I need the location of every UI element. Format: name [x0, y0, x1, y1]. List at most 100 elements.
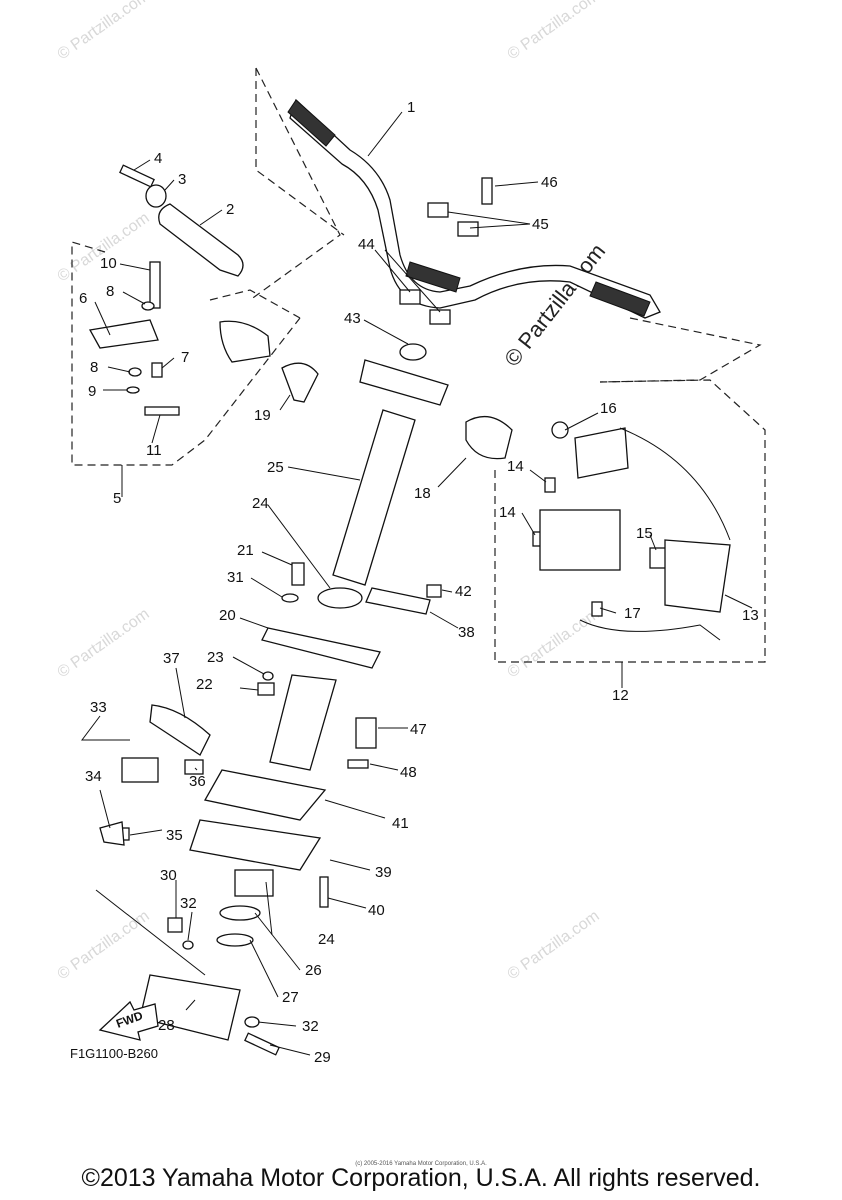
- group-outlines: [71, 67, 766, 663]
- spring-7: [151, 362, 163, 378]
- callout: 41: [392, 815, 409, 832]
- callout: 17: [624, 605, 641, 622]
- washer-32: [244, 1016, 260, 1028]
- callout: 15: [636, 525, 653, 542]
- callout: 32: [180, 895, 197, 912]
- fine-print: (c) 2005-2016 Yamaha Motor Corporation, …: [355, 1161, 487, 1167]
- bushing-43: [399, 343, 427, 361]
- handlebar: [287, 98, 661, 319]
- callout: 14: [507, 458, 524, 475]
- callout: 33: [90, 699, 107, 716]
- callout: 46: [541, 174, 558, 191]
- watermark: © Partzilla.com: [55, 0, 153, 63]
- clamp-45b: [457, 221, 479, 237]
- holder-18: [465, 415, 513, 460]
- handlebar-outline-3: [599, 317, 762, 383]
- throttle-lever-group: [88, 261, 319, 416]
- leader-lines: [81, 111, 753, 1056]
- knob-16: [551, 421, 569, 439]
- callout: 7: [181, 349, 189, 366]
- callout: 31: [227, 569, 244, 586]
- clamp-44b: [429, 309, 451, 325]
- switch-housing: [574, 427, 629, 479]
- clamp-44: [399, 289, 421, 305]
- callout: 18: [414, 485, 431, 502]
- column-tube-25: [332, 409, 416, 586]
- callout: 40: [368, 902, 385, 919]
- callout: 27: [282, 989, 299, 1006]
- callout: 23: [207, 649, 224, 666]
- nut-42: [426, 584, 442, 598]
- callout: 43: [344, 310, 361, 327]
- callout: 16: [600, 400, 617, 417]
- callout: 8: [90, 359, 98, 376]
- handlebar-grip-left-knurl: [287, 99, 336, 147]
- copyright-text: ©2013 Yamaha Motor Corporation, U.S.A. A…: [81, 1164, 761, 1192]
- grip-2: [158, 203, 244, 277]
- callout: 8: [106, 283, 114, 300]
- ring-27: [216, 933, 254, 947]
- steering-column: [257, 343, 449, 771]
- watermark: © Partzilla.com: [55, 908, 153, 984]
- callout: 21: [237, 542, 254, 559]
- callout: 37: [163, 650, 180, 667]
- handlebar-grip-right-knurl: [589, 281, 651, 317]
- watermark: © Partzilla.com: [505, 606, 603, 682]
- callout: 32: [302, 1018, 319, 1035]
- mount-plate-20: [261, 627, 381, 669]
- clip-9: [126, 386, 140, 394]
- washer-32b: [182, 940, 194, 950]
- callout: 1: [407, 99, 415, 116]
- watermark-large: © Partzilla.com: [499, 239, 610, 371]
- cover-19: [281, 362, 319, 403]
- callouts: 1 2 3 4 5 6 7 8 8 9 10 11 12 13 14 14 15…: [79, 99, 759, 1066]
- screw-14: [544, 477, 556, 493]
- callout: 24: [318, 931, 335, 948]
- bolt-21: [291, 562, 305, 586]
- left-grip-parts: [119, 164, 244, 277]
- lower-parts: [139, 717, 377, 1056]
- lever-6: [88, 319, 159, 349]
- callout: 48: [400, 764, 417, 781]
- clip-34: [99, 821, 125, 846]
- wire: [619, 427, 731, 541]
- group-5-outline-top: [209, 289, 301, 319]
- gasket-41: [203, 769, 327, 821]
- group-5-outline: [71, 241, 301, 466]
- callout: 36: [189, 773, 206, 790]
- callout: 12: [612, 687, 629, 704]
- fwd-arrow: FWD: [98, 1000, 159, 1041]
- bracket-28: [139, 974, 241, 1041]
- washer-8b: [128, 367, 142, 377]
- callout: 28: [158, 1017, 175, 1034]
- callout: 30: [160, 867, 177, 884]
- bolt-4: [119, 164, 155, 188]
- callout: 19: [254, 407, 271, 424]
- callout: 35: [166, 827, 183, 844]
- parts-diagram: © Partzilla.com © Partzilla.com © Partzi…: [55, 0, 766, 1066]
- switch-body: [539, 509, 621, 571]
- callout: 25: [267, 459, 284, 476]
- handlebar-outline: [249, 67, 341, 301]
- bushing-24: [317, 587, 363, 609]
- handlebar-outline-2: [255, 68, 345, 236]
- spring-47: [355, 717, 377, 749]
- wire-2: [579, 619, 721, 641]
- clamp-45: [427, 202, 449, 218]
- washer-3: [145, 184, 167, 208]
- bolt-11: [144, 406, 180, 416]
- clip-36: [184, 759, 204, 775]
- column-top-plate: [359, 359, 449, 406]
- callout: 6: [79, 290, 87, 307]
- nut-30: [167, 917, 183, 933]
- switch-33: [121, 757, 159, 783]
- nut-22: [257, 682, 275, 696]
- seal-26: [219, 905, 261, 921]
- callout: 29: [314, 1049, 331, 1066]
- watermark: © Partzilla.com: [55, 210, 153, 286]
- switch-group-33: [99, 704, 211, 846]
- screw-17: [591, 601, 603, 617]
- callout: 24: [252, 495, 269, 512]
- fwd-arrow-shape: [98, 1000, 159, 1041]
- callout: 13: [742, 607, 759, 624]
